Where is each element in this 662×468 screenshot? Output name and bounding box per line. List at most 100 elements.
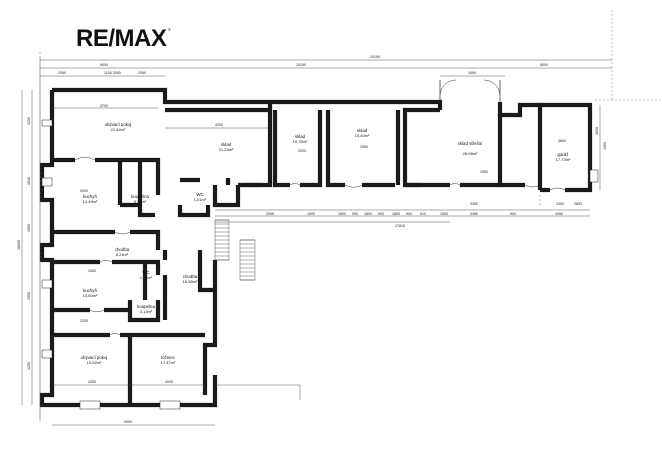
room-area: 17,47m² (161, 360, 176, 365)
room-name: garáž (558, 152, 569, 157)
room-sklad-2: sklad 10,78m² (293, 134, 308, 144)
dim-int-10: 3450 (88, 269, 96, 273)
internal-dimensions: 3700 4350 4000 4000 3000 2950 3450 3600 … (52, 104, 582, 386)
room-obyvaci-pokoj-top: obývací pokoj 21,44m² (105, 122, 132, 132)
dim-gate-width: 3490 (468, 71, 476, 75)
interior-walls (52, 110, 401, 405)
dim-row-total: 27810 (395, 224, 405, 228)
room-name: sklad (295, 134, 306, 139)
room-koupelna-2: koupelna 4,13m² (137, 304, 155, 314)
room-labels: obývací pokoj 21,44m² kuchyň 14,43m² kou… (81, 122, 571, 365)
remax-logo-trademark: ® (168, 27, 171, 32)
room-chodba-1: chodba 8,24m² (115, 247, 130, 257)
room-garaz: garáž 17,73m² (556, 152, 571, 162)
dim-right-block-top: 15190 (296, 63, 306, 67)
dim-int-9: 3000 (80, 189, 88, 193)
room-area: 1,01m² (194, 197, 207, 202)
room-area: 5,18m² (134, 199, 147, 204)
room-koupelna-1: koupelna 5,18m² (131, 194, 149, 204)
room-name: sklad střešní (458, 141, 483, 146)
dim-int-11: 3200 (80, 319, 88, 323)
room-kuchyn-1: kuchyň 14,43m² (83, 194, 98, 204)
dim-int-7: 3450 (470, 202, 478, 206)
dim-left-2: 1810 (27, 177, 31, 185)
dim-left-5: 1250 (27, 362, 31, 370)
dim-top-sub-2: 1150 2000 (104, 71, 121, 75)
bottom-overall-dimension: 9000 (52, 384, 301, 426)
room-area: 15,40m² (355, 133, 370, 138)
dim-row-2: 1000 (307, 212, 315, 216)
dim-overall-top: 24190 (370, 55, 380, 59)
doors (74, 79, 566, 336)
dim-top-sub-1: 2950 (58, 71, 66, 75)
windows (41, 119, 599, 410)
dim-int-4: 4000 (215, 123, 223, 127)
dim-right-1: 3600 (595, 127, 599, 135)
room-name: koupelna (131, 194, 149, 199)
left-overall-dimension: 18605 1200 1810 1500 2980 1250 (17, 90, 33, 405)
room-name: kuchyň (83, 194, 97, 199)
dashed-property-lines (39, 10, 660, 422)
dim-int-12: 1950 (480, 170, 488, 174)
room-name: chodba (115, 247, 130, 252)
room-loznice: ložnice 17,47m² (161, 355, 176, 365)
room-name: obývací pokoj (81, 355, 108, 360)
room-area: 17,73m² (556, 157, 571, 162)
top-dimension-chains: 24190 9000 15190 5000 2950 1150 2000 295… (39, 55, 612, 420)
room-sklad-3: sklad 15,40m² (355, 128, 370, 138)
dim-left-3: 1500 (27, 224, 31, 232)
dim-int-8: 3600 (558, 139, 566, 143)
room-area: 4,13m² (140, 309, 153, 314)
right-side-dimensions: 3600 4300 (595, 105, 607, 190)
dim-row-7: 1800 (392, 212, 400, 216)
dim-row-3: 1800 (338, 212, 346, 216)
room-name: sklad (357, 128, 368, 133)
room-chodba-2: chodba 16,58m² (183, 274, 198, 284)
dim-int-3: 4000 (165, 380, 173, 384)
remax-logo: RE/MAX ® (76, 25, 171, 52)
room-name: WC (142, 270, 149, 275)
stairs (214, 219, 256, 281)
room-name: chodba (183, 274, 198, 279)
room-name: WC (196, 192, 203, 197)
room-name: kuchyň (83, 288, 97, 293)
dim-left-block-top: 9000 (100, 63, 108, 67)
room-sklad-1: sklad 21,23m² (219, 142, 234, 152)
room-name: ložnice (161, 355, 175, 360)
room-area: 13,60m² (83, 293, 98, 298)
room-area: 10,78m² (293, 139, 308, 144)
dim-row-5: 1800 (364, 212, 372, 216)
room-sklad-strecha: sklad střešní 28,98m² (458, 141, 483, 156)
room-name: obývací pokoj (105, 122, 132, 127)
dim-int-6: 2950 (360, 145, 368, 149)
dim-overall-left: 18605 (17, 240, 21, 250)
room-area: 16,58m² (183, 279, 198, 284)
room-area: 19,92m² (87, 360, 102, 365)
dim-int-2: 4350 (88, 380, 96, 384)
dim-row-9: 610 (420, 212, 426, 216)
dim-row-4: 950 (352, 212, 358, 216)
dim-row-8: 950 (406, 212, 412, 216)
room-wc-2: WC 1,64m² (140, 270, 153, 280)
dim-row-6: 950 (378, 212, 384, 216)
dim-right-2: 4300 (603, 142, 607, 150)
room-kuchyn-2: kuchyň 13,60m² (83, 288, 98, 298)
room-name: sklad (221, 142, 232, 147)
dim-left-1: 1200 (27, 117, 31, 125)
dim-int-14: 2830 (574, 202, 582, 206)
room-wc-1: WC 1,01m² (194, 192, 207, 202)
room-area: 28,98m² (463, 151, 478, 156)
dim-row-12: 950 (510, 212, 516, 216)
dim-bottom-width: 9000 (124, 420, 132, 424)
room-area: 14,43m² (83, 199, 98, 204)
dim-garage-top: 5000 (540, 63, 548, 67)
remax-logo-text: RE/MAX (76, 25, 167, 52)
dim-int-13: 2450 (556, 202, 564, 206)
room-name: koupelna (137, 304, 155, 309)
room-obyvaci-pokoj-bottom: obývací pokoj 19,92m² (81, 355, 108, 365)
dim-row-1: 2595 (266, 212, 274, 216)
bottom-dimension-chain: 2595 1000 1800 950 1800 950 1800 950 610… (215, 209, 590, 228)
dim-row-10: 1500 (440, 212, 448, 216)
room-area: 21,44m² (111, 127, 126, 132)
